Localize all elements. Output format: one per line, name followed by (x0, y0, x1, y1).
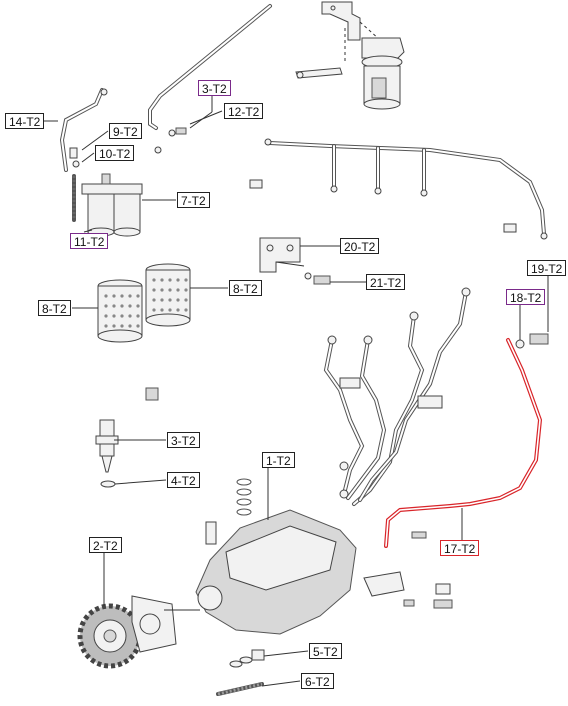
studs-and-nuts-bottom (216, 649, 265, 696)
filter-elements (97, 263, 191, 343)
callout-3-t2-mid[interactable]: 3-T2 (167, 432, 200, 448)
highlighted-fuel-pipe (384, 338, 543, 548)
return-line-pipes (59, 4, 272, 172)
plate-bracket (259, 237, 331, 285)
return-valve-parts (363, 531, 453, 609)
callout-5-t2[interactable]: 5-T2 (309, 643, 342, 659)
callout-20-t2[interactable]: 20-T2 (340, 238, 380, 254)
fuel-filter-housing (81, 173, 143, 237)
banjo-hardware-right (515, 333, 549, 349)
callout-6-t2[interactable]: 6-T2 (301, 673, 334, 689)
drive-gear-and-gasket (77, 595, 177, 669)
injection-pipes (323, 287, 471, 506)
callout-8-t2-right[interactable]: 8-T2 (229, 280, 262, 296)
callout-8-t2-left[interactable]: 8-T2 (38, 300, 71, 316)
callout-12-t2[interactable]: 12-T2 (224, 103, 264, 119)
callout-19-t2[interactable]: 19-T2 (527, 260, 567, 276)
callout-9-t2[interactable]: 9-T2 (109, 123, 142, 139)
callout-leader-lines (38, 95, 549, 687)
callout-4-t2-mid[interactable]: 4-T2 (167, 472, 200, 488)
callout-10-t2[interactable]: 10-T2 (95, 145, 135, 161)
callout-3-t2-top[interactable]: 3-T2 (198, 80, 231, 96)
injector-leak-off-line (249, 138, 548, 240)
callout-21-t2[interactable]: 21-T2 (366, 274, 406, 290)
callout-14-t2[interactable]: 14-T2 (5, 113, 45, 129)
injection-pump (195, 478, 357, 635)
filter-bracket-assembly (295, 1, 405, 110)
injector-nozzle (95, 387, 159, 488)
callout-2-t2[interactable]: 2-T2 (89, 537, 122, 553)
callout-1-t2[interactable]: 1-T2 (262, 452, 295, 468)
callout-7-t2[interactable]: 7-T2 (177, 192, 210, 208)
banjo-bolts-top (69, 127, 187, 222)
callout-11-t2[interactable]: 11-T2 (70, 233, 109, 249)
callout-17-t2[interactable]: 17-T2 (440, 540, 480, 556)
callout-18-t2[interactable]: 18-T2 (506, 289, 546, 305)
